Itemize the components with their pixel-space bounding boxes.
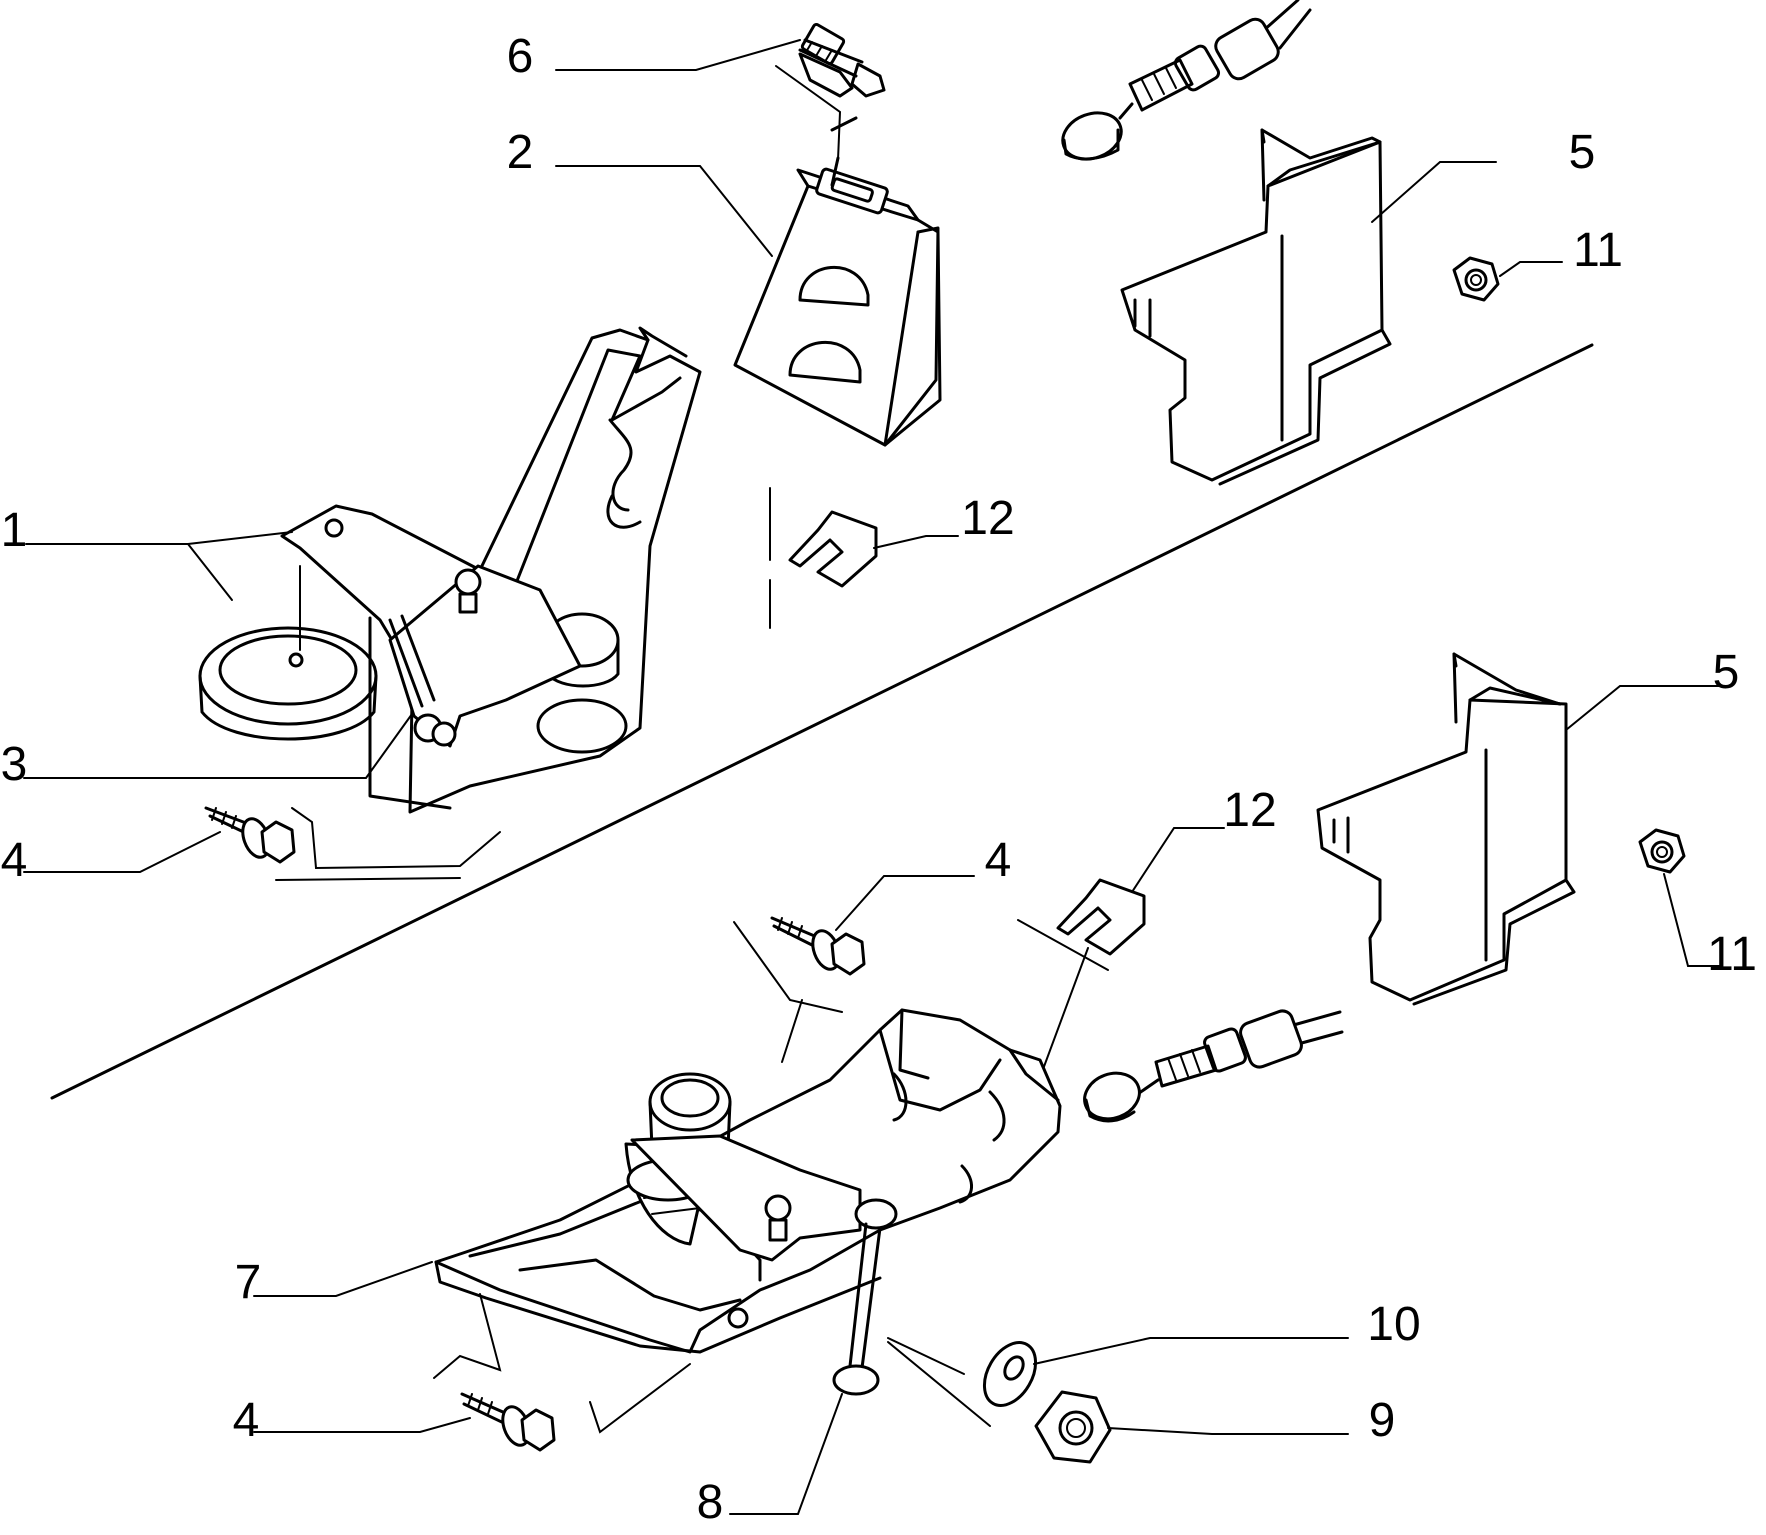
cable-end-upper <box>1061 0 1312 161</box>
callout-1: 1 <box>1 504 28 557</box>
callout-12-lower: 12 <box>1223 784 1276 837</box>
callout-2: 2 <box>507 126 534 179</box>
bolt-part-4-lower <box>433 1293 691 1452</box>
nut-part-9 <box>1034 1390 1112 1464</box>
heat-shield-part-5-lower <box>1316 652 1576 1006</box>
callout-8: 8 <box>697 1476 724 1529</box>
callout-12-upper: 12 <box>961 492 1014 545</box>
bolt-part-4-middle <box>733 916 866 1063</box>
callout-7: 7 <box>235 1256 262 1309</box>
washer-part-10 <box>982 1341 1038 1407</box>
callout-4-upper: 4 <box>1 834 28 887</box>
callout-6: 6 <box>507 30 534 83</box>
callout-9: 9 <box>1369 1394 1396 1447</box>
bolt-part-4-upper <box>204 806 501 881</box>
nut-part-11-lower <box>1638 828 1686 874</box>
callout-4-middle: 4 <box>985 834 1012 887</box>
clip-part-12-lower <box>1017 878 1146 1073</box>
nut-part-11-upper <box>1452 256 1500 302</box>
heat-shield-part-5-upper <box>1120 128 1392 486</box>
separator-line <box>50 343 1594 1100</box>
callout-11-upper: 11 <box>1573 224 1623 277</box>
callout-4-lower: 4 <box>233 1394 260 1447</box>
callout-5-upper: 5 <box>1569 126 1596 179</box>
callout-10: 10 <box>1367 1298 1420 1351</box>
mount-bracket-part-7 <box>434 1008 1062 1427</box>
screw-part-6 <box>798 22 886 98</box>
bushing-block-part-2 <box>733 65 942 447</box>
cable-end-lower <box>1083 1009 1344 1123</box>
leader-lines <box>23 39 1721 1515</box>
callout-5-lower: 5 <box>1713 646 1740 699</box>
clip-part-12-upper <box>769 487 878 629</box>
callout-11-lower: 11 <box>1707 928 1757 981</box>
callout-3: 3 <box>1 738 28 791</box>
engine-mount-part-1 <box>198 326 702 814</box>
